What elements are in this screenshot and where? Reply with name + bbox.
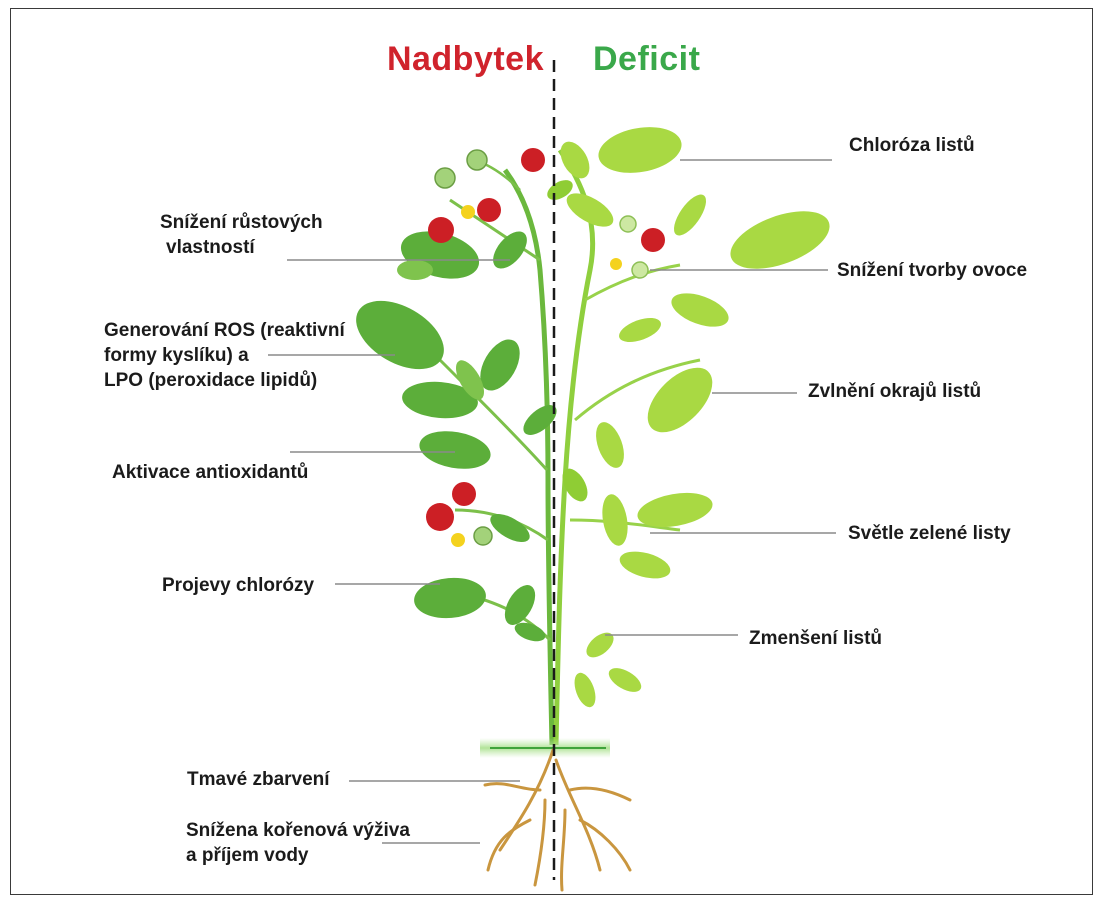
excess-plant: [344, 148, 561, 745]
roots: [485, 750, 630, 890]
deficit-plant: [544, 121, 837, 745]
